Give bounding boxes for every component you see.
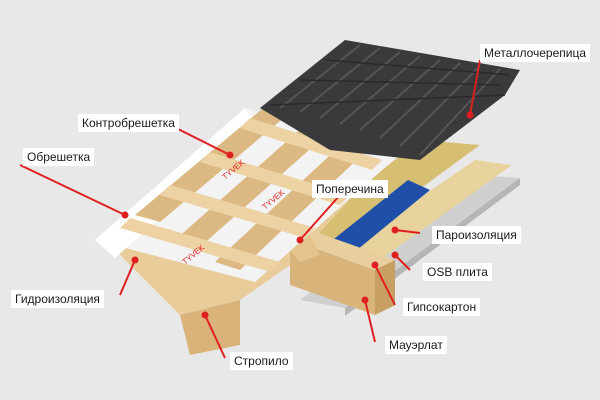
batten-4 — [240, 118, 382, 170]
label-crossbar: Поперечина — [312, 180, 388, 198]
batten-1 — [120, 218, 280, 272]
label-vapor-barrier: Пароизоляция — [432, 226, 521, 244]
batten-2 — [160, 185, 315, 238]
label-rafter: Стропило — [230, 352, 293, 370]
label-counter-batten: Контробрешетка — [78, 114, 179, 132]
label-metal-tile: Металлочерепица — [480, 44, 591, 62]
label-wall-plate: Мауэрлат — [385, 336, 447, 354]
label-batten: Обрешетка — [23, 148, 95, 166]
label-osb: OSB плита — [423, 263, 492, 281]
metal-tile-ribs — [279, 44, 501, 156]
callout-lines — [19, 59, 481, 359]
wall-plate-beam — [290, 240, 375, 315]
label-drywall: Гипсокартон — [403, 298, 481, 316]
label-waterproofing: Гидроизоляция — [11, 290, 104, 308]
counter-batten-3 — [215, 132, 380, 270]
